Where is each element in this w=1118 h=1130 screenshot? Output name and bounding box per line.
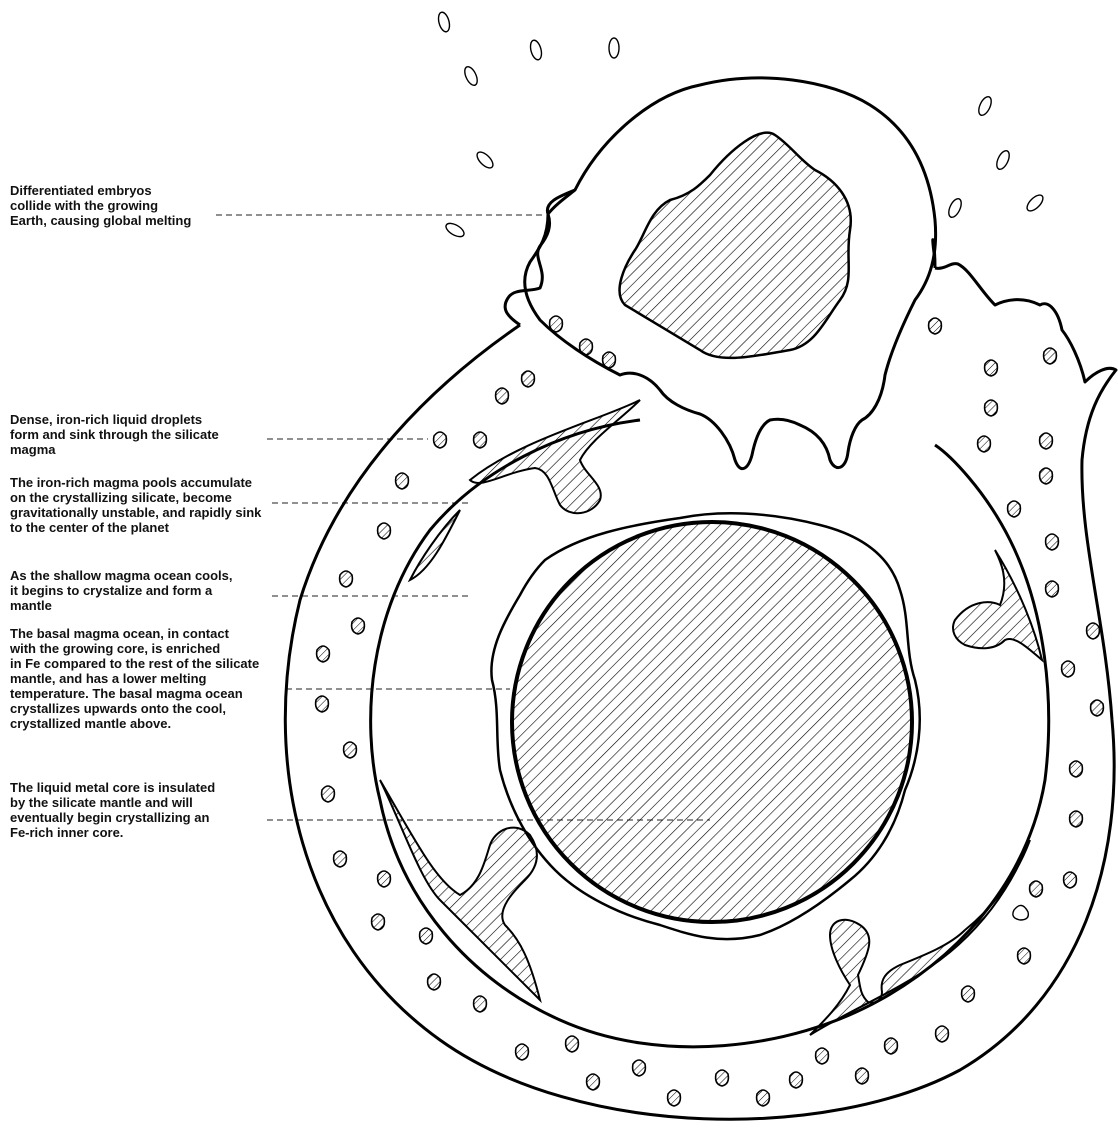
impactor-iron-core	[620, 133, 851, 358]
annotation-shallow-magma: As the shallow magma ocean cools,it begi…	[10, 568, 233, 613]
empty-droplet	[1013, 905, 1028, 920]
impact-splash-left	[505, 190, 575, 325]
liquid-metal-core	[512, 522, 912, 922]
